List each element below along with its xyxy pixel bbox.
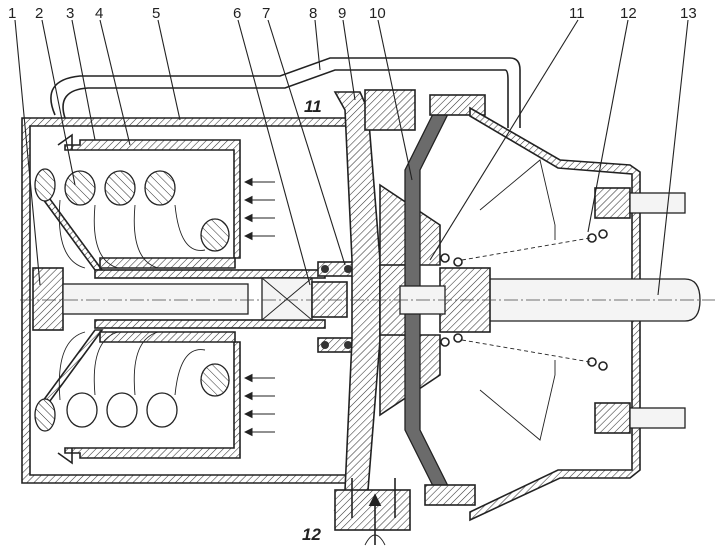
- callout-9: 9: [338, 5, 346, 22]
- mounting-studs: [594, 187, 686, 434]
- callout-2: 2: [35, 5, 43, 22]
- port-label-11: 11: [304, 97, 322, 116]
- callout-11: 11: [569, 5, 585, 22]
- release-bolt: [32, 267, 348, 331]
- lower-port-arrow: [364, 493, 386, 546]
- leader-lines: [14, 19, 689, 296]
- service-chamber-housing: [469, 106, 641, 522]
- callout-12: 12: [620, 5, 637, 22]
- return-spring: [440, 229, 608, 371]
- callout-7: 7: [262, 5, 270, 22]
- callout-13: 13: [680, 5, 697, 22]
- diaphragm: [404, 94, 486, 506]
- push-rod: [399, 267, 701, 333]
- callout-1: 1: [8, 5, 16, 22]
- port-label-12: 12: [302, 525, 321, 544]
- callout-4: 4: [95, 5, 103, 22]
- callout-6: 6: [233, 5, 241, 22]
- partition-wall: [333, 89, 416, 531]
- spring-piston: [38, 133, 241, 465]
- callout-3: 3: [66, 5, 74, 22]
- callout-8: 8: [309, 5, 317, 22]
- callout-5: 5: [152, 5, 160, 22]
- callout-10: 10: [369, 5, 386, 22]
- rod-seals: [317, 261, 361, 353]
- power-spring: [34, 168, 230, 432]
- air-pipe: [50, 57, 521, 128]
- air-pressure-arrows: [243, 177, 275, 437]
